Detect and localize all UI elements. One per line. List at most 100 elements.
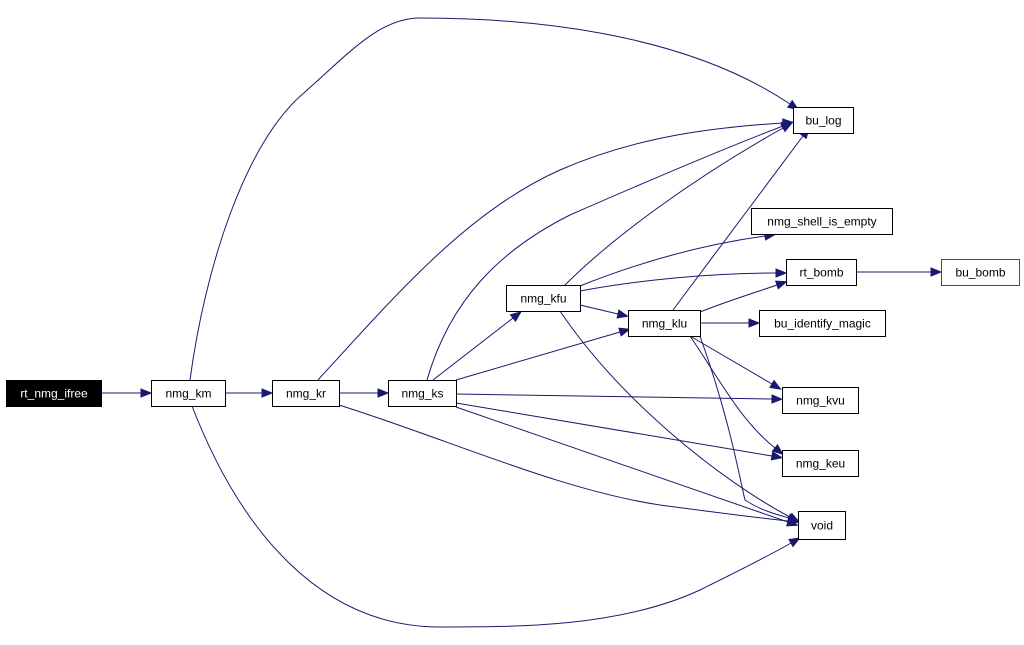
node-box[interactable]	[786, 259, 857, 286]
edge-nmg_kr-to-void	[338, 404, 800, 526]
edge-line	[191, 405, 792, 628]
edges-layer	[101, 17, 943, 628]
edge-nmg_ks-to-bu_log	[426, 121, 794, 381]
edge-arrowhead	[930, 267, 943, 277]
node-box[interactable]	[782, 450, 859, 477]
edge-arrowhead	[616, 309, 630, 319]
edge-nmg_km-to-bu_log	[189, 17, 800, 381]
node-nmg-kr[interactable]: nmg_kr	[272, 380, 340, 407]
node-label: nmg_kvu	[796, 394, 845, 408]
edge-line	[455, 331, 621, 381]
node-nmg-ks[interactable]: nmg_ks	[388, 380, 457, 407]
edge-nmg_kfu-to-rt_bomb	[579, 268, 788, 292]
edge-line	[699, 284, 778, 313]
edge-line	[455, 406, 789, 523]
edge-nmg_ks-to-nmg_klu	[455, 327, 631, 381]
edge-line	[689, 335, 773, 385]
edge-line	[672, 135, 804, 311]
edge-line	[579, 304, 619, 315]
node-nmg-km[interactable]: nmg_km	[151, 380, 226, 407]
edge-line	[338, 404, 789, 522]
edge-arrowhead	[769, 379, 782, 390]
edge-arrowhead	[787, 513, 800, 523]
edge-line	[579, 272, 777, 292]
edge-arrowhead	[140, 388, 153, 398]
edge-arrowhead	[618, 327, 631, 337]
edge-line	[689, 335, 776, 449]
node-label: rt_nmg_ifree	[20, 387, 88, 401]
node-box[interactable]	[6, 380, 102, 407]
node-nmg-kfu[interactable]: nmg_kfu	[506, 285, 581, 312]
node-label: nmg_km	[165, 387, 211, 401]
node-label: bu_bomb	[955, 266, 1005, 280]
edge-arrowhead	[377, 388, 390, 398]
edge-nmg_km-to-void	[191, 405, 801, 628]
edge-line	[317, 122, 784, 381]
edge-line	[455, 393, 773, 400]
edge-nmg_km-to-nmg_kr	[225, 388, 274, 398]
node-box[interactable]	[793, 107, 854, 134]
edge-line	[432, 317, 514, 381]
node-label: nmg_shell_is_empty	[767, 215, 876, 229]
edge-nmg_ks-to-nmg_kfu	[432, 311, 522, 381]
node-label: rt_bomb	[799, 266, 843, 280]
edge-line	[455, 402, 773, 457]
edge-arrowhead	[771, 444, 784, 456]
edge-nmg_klu-to-bu_identify_magic	[700, 318, 761, 328]
edge-line	[564, 127, 784, 286]
edge-arrowhead	[509, 311, 522, 323]
node-box[interactable]	[941, 259, 1020, 286]
edge-arrowhead	[774, 280, 788, 290]
node-box[interactable]	[782, 387, 859, 414]
edge-line	[559, 310, 791, 518]
node-box[interactable]	[388, 380, 457, 407]
edge-rt_nmg_ifree-to-nmg_km	[101, 388, 153, 398]
node-label: bu_log	[805, 114, 841, 128]
node-box[interactable]	[506, 285, 581, 312]
node-rt-bomb[interactable]: rt_bomb	[786, 259, 857, 286]
node-box[interactable]	[751, 208, 893, 235]
edge-nmg_kfu-to-nmg_klu	[579, 304, 630, 319]
node-nmg-klu[interactable]: nmg_klu	[628, 310, 701, 337]
edge-nmg_klu-to-rt_bomb	[699, 280, 788, 313]
edge-nmg_klu-to-nmg_keu	[689, 335, 784, 456]
node-nmg-keu[interactable]: nmg_keu	[782, 450, 859, 477]
node-box[interactable]	[151, 380, 226, 407]
node-label: nmg_keu	[796, 457, 845, 471]
edge-arrowhead	[748, 318, 761, 328]
edge-nmg_kr-to-bu_log	[317, 118, 795, 381]
node-bu-identify-magic[interactable]: bu_identify_magic	[759, 310, 886, 337]
node-label: bu_identify_magic	[774, 317, 871, 331]
edge-nmg_ks-to-void	[455, 406, 799, 527]
node-void[interactable]: void	[798, 511, 846, 540]
node-rt-nmg-ifree[interactable]: rt_nmg_ifree	[6, 380, 102, 407]
edge-line	[189, 17, 791, 381]
edge-arrowhead	[261, 388, 274, 398]
node-bu-log[interactable]: bu_log	[793, 107, 854, 134]
edge-line	[699, 335, 790, 519]
node-label: nmg_kfu	[520, 292, 566, 306]
node-nmg-shell-is-empty[interactable]: nmg_shell_is_empty	[751, 208, 893, 235]
node-box[interactable]	[798, 511, 846, 540]
node-label: void	[811, 519, 833, 533]
node-bu-bomb[interactable]: bu_bomb	[941, 259, 1020, 286]
node-label: nmg_klu	[642, 317, 687, 331]
edge-line	[579, 235, 766, 287]
edge-nmg_kfu-to-bu_log	[564, 122, 793, 286]
edge-nmg_ks-to-nmg_kvu	[455, 393, 784, 404]
edge-arrowhead	[780, 122, 793, 133]
edge-rt_bomb-to-bu_bomb	[856, 267, 943, 277]
node-box[interactable]	[628, 310, 701, 337]
edge-line	[426, 125, 784, 381]
edge-nmg_klu-to-void	[699, 335, 800, 523]
node-box[interactable]	[759, 310, 886, 337]
node-box[interactable]	[272, 380, 340, 407]
node-nmg-kvu[interactable]: nmg_kvu	[782, 387, 859, 414]
edge-nmg_ks-to-nmg_keu	[455, 402, 784, 461]
edge-nmg_kr-to-nmg_ks	[339, 388, 390, 398]
edge-arrowhead	[770, 451, 784, 461]
edge-nmg_kfu-to-void	[559, 310, 800, 523]
